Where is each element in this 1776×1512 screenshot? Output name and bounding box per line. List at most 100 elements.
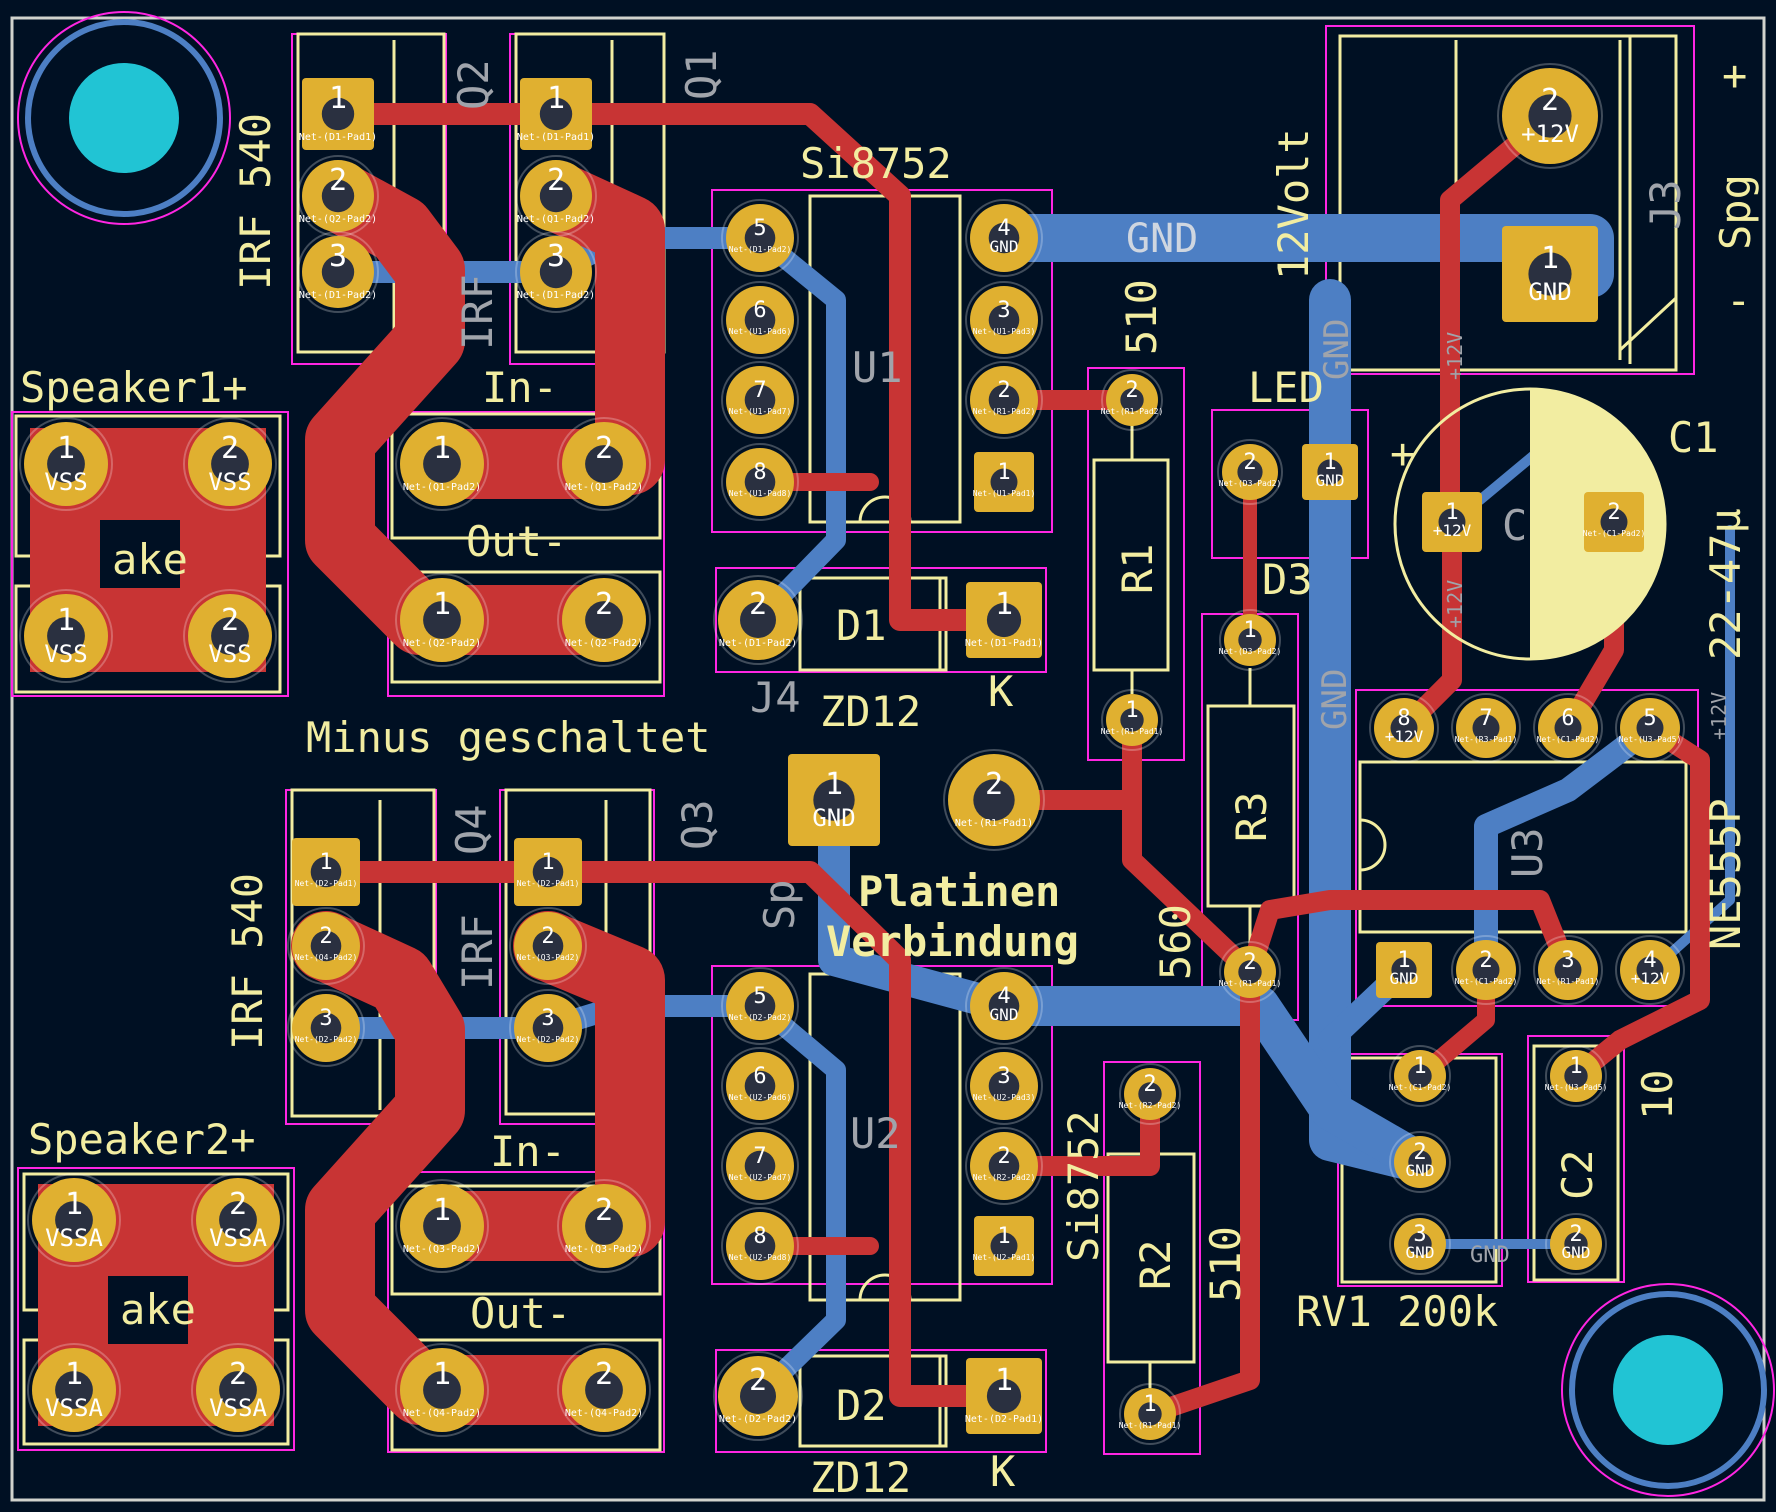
pad-net: GND	[1406, 1243, 1435, 1262]
label-c1: C1	[1668, 413, 1719, 462]
label-gnd-back-3: GND	[1470, 1243, 1510, 1268]
label-out-minus-bottom: Out-	[470, 1289, 571, 1338]
pad-number: 1	[1541, 241, 1559, 276]
front-trace-12	[1122, 790, 1260, 982]
pad-net: Net-(D2-Pad2)	[729, 1013, 792, 1022]
label-in-minus-top: In-	[482, 363, 558, 412]
pad-number: 5	[1643, 706, 1656, 731]
pad-number: 1	[1143, 1392, 1156, 1417]
back-trace-8	[984, 986, 1440, 1182]
pad-number: 1	[1397, 948, 1410, 973]
back-trace-2	[748, 228, 846, 630]
pad-net: VSSA	[45, 1394, 103, 1422]
pad-net: Net-(U1-Pad1)	[973, 489, 1036, 498]
label-speaker1-partial: ake	[112, 535, 188, 584]
pad-net: Net-(C1-Pad2)	[1389, 1083, 1452, 1092]
silk-line-19	[1359, 818, 1387, 872]
pad-number: 2	[1479, 948, 1492, 973]
back-net-labels: GND GND GND GND +12V +12V +12V	[1126, 216, 1731, 1268]
label-out-minus-top: Out-	[466, 517, 567, 566]
board-edge	[10, 16, 1766, 1502]
label-twelve-volt: 12Volt	[1269, 128, 1318, 280]
pad-number: 7	[1479, 706, 1492, 731]
pad-net: Net-(R1-Pad2)	[973, 407, 1036, 416]
pad-net: +12V	[1385, 727, 1424, 746]
pad-net: GND	[1562, 1243, 1591, 1262]
pad-net: Net-(U2-Pad7)	[729, 1173, 792, 1182]
pad-number: 2	[229, 1357, 247, 1392]
pad-net: Net-(R1-Pad1)	[1537, 977, 1600, 986]
pad-u3-4: 4+12V	[1615, 935, 1685, 1005]
label-plus12-back-1: +12V	[1443, 332, 1467, 380]
label-irf540-bottom: IRF 540	[223, 873, 272, 1050]
pad-number: 2	[997, 1144, 1010, 1169]
back-trace-7	[818, 784, 1020, 1022]
pad-net: Net-(R1-Pad1)	[1219, 979, 1282, 988]
label-r560: 560	[1151, 904, 1200, 980]
pad-c1-1: 1+12V	[1422, 492, 1482, 552]
pad-number: 1	[1445, 500, 1458, 525]
pad-net: Net-(D2-Pad2)	[295, 1035, 358, 1044]
label-led: LED	[1248, 363, 1324, 412]
pad-net: Net-(R2-Pad2)	[1119, 1101, 1182, 1110]
pad-net: Net-(R3-Pad1)	[1455, 735, 1518, 744]
pad-number: 6	[753, 1064, 766, 1089]
courtyard-6	[715, 567, 1047, 673]
pad-number: 1	[433, 587, 451, 622]
label-r2: R2	[1131, 1239, 1180, 1290]
pad-net: Net-(D1-Pad1)	[965, 638, 1043, 649]
pad-number: 1	[995, 1363, 1013, 1398]
pad-number: 1	[997, 460, 1010, 485]
pads-layer: 1Net-(D1-Pad1)2Net-(Q2-Pad2)3Net-(D1-Pad…	[19, 63, 1685, 1445]
pad-number: 1	[547, 81, 565, 116]
pad-net: VSSA	[209, 1224, 267, 1252]
pad-net: Net-(Q3-Pad2)	[403, 1244, 481, 1255]
pad-number: 2	[749, 587, 767, 622]
pad-net: GND	[990, 237, 1019, 256]
pad-net: Net-(U1-Pad8)	[729, 489, 792, 498]
pad-net: Net-(D1-Pad2)	[719, 638, 797, 649]
label-gnd-trace: GND	[1126, 216, 1198, 262]
pad-net: Net-(D1-Pad1)	[517, 132, 595, 143]
label-c1-plus: +	[1390, 429, 1415, 478]
label-r510-top: 510	[1117, 279, 1166, 355]
pad-number: 1	[319, 850, 332, 875]
courtyard-4	[11, 411, 289, 697]
pad-number: 1	[1323, 450, 1336, 475]
label-si8752-top: Si8752	[800, 139, 952, 188]
pad-number: 1	[57, 603, 75, 638]
label-d1: D1	[836, 601, 887, 650]
label-d2: D2	[836, 1381, 887, 1430]
label-r1: R1	[1113, 543, 1162, 594]
label-r3: R3	[1227, 791, 1276, 842]
pad-number: 8	[753, 1224, 766, 1249]
silk-outline-11	[1358, 760, 1688, 934]
pad-net: Net-(U2-Pad1)	[973, 1253, 1036, 1262]
pad-net: Net-(D2-Pad2)	[719, 1414, 797, 1425]
courtyard-20	[1527, 1035, 1625, 1283]
label-si8752-bottom: Si8752	[1059, 1110, 1108, 1262]
pad-number: 2	[749, 1363, 767, 1398]
pad-number: 2	[1143, 1072, 1156, 1097]
label-spg-minus: -	[1726, 276, 1751, 325]
pad-number: 2	[997, 378, 1010, 403]
